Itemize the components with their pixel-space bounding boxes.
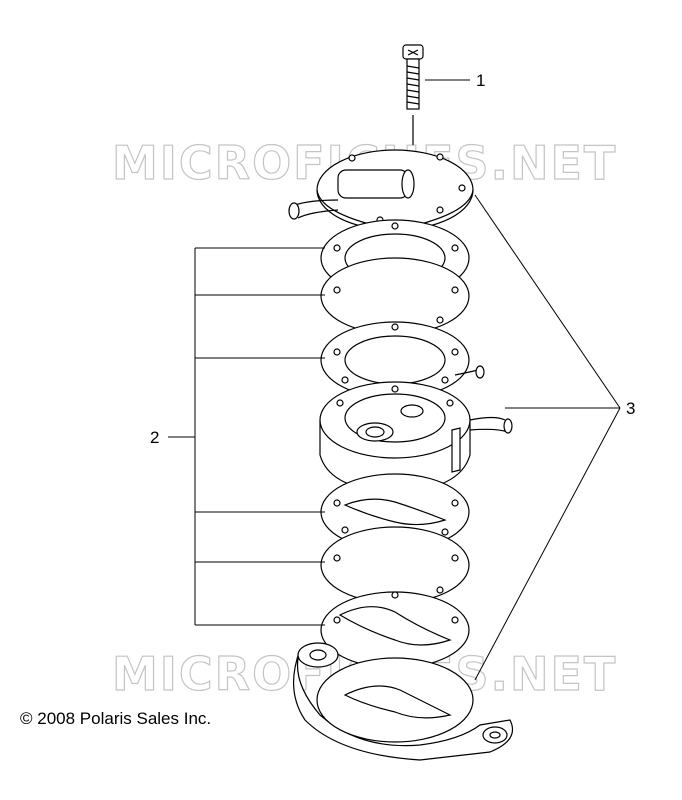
callout-3: 3 (626, 399, 635, 418)
callout-lines (168, 79, 621, 681)
bolt-part (402, 44, 424, 145)
copyright-text: © 2008 Polaris Sales Inc. (20, 709, 212, 728)
valve-gasket-lower-1 (320, 473, 470, 551)
callout-2: 2 (150, 428, 159, 447)
top-cover-part (288, 149, 474, 231)
callout-1: 1 (476, 71, 485, 90)
valve-gasket-lower-2 (320, 591, 470, 669)
bottom-cover-part (292, 642, 514, 761)
gasket-upper-2 (320, 321, 470, 399)
pump-body-part (319, 365, 513, 499)
diaphragm-upper (320, 257, 470, 335)
